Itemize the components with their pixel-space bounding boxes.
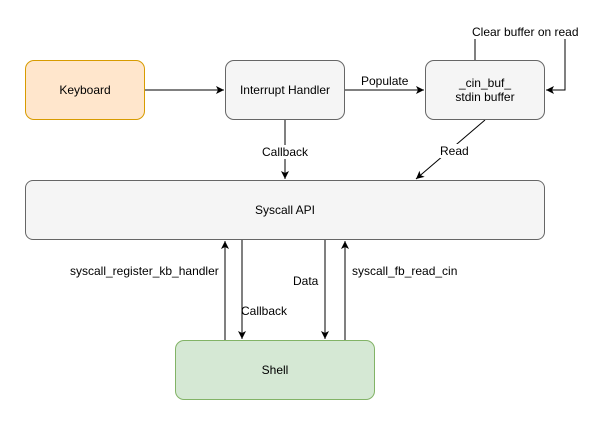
callback-interrupt-edge-label: Callback — [262, 145, 309, 159]
cin-buffer-node[interactable]: _cin_buf_ stdin buffer — [425, 60, 545, 120]
interrupt-handler-label: Interrupt Handler — [239, 83, 331, 97]
cin-buffer-label-line1: _cin_buf_ — [458, 76, 512, 90]
shell-label: Shell — [261, 363, 289, 377]
keyboard-label: Keyboard — [59, 83, 111, 97]
keyboard-node[interactable]: Keyboard — [25, 60, 145, 120]
register-kb-handler-edge-label: syscall_register_kb_handler — [70, 264, 219, 278]
populate-edge-label: Populate — [361, 74, 409, 88]
data-edge-label: Data — [293, 274, 319, 288]
shell-node[interactable]: Shell — [175, 340, 375, 400]
read-edge-label: Read — [440, 144, 469, 158]
fb-read-cin-edge-label: syscall_fb_read_cin — [352, 264, 458, 278]
clear-buffer-edge-label: Clear buffer on read — [472, 25, 579, 39]
interrupt-handler-node[interactable]: Interrupt Handler — [225, 60, 345, 120]
syscall-api-node[interactable]: Syscall API — [25, 180, 545, 240]
cin-buffer-label-line2: stdin buffer — [455, 90, 515, 104]
callback-shell-edge-label: Callback — [241, 304, 288, 318]
syscall-api-label: Syscall API — [254, 203, 316, 217]
